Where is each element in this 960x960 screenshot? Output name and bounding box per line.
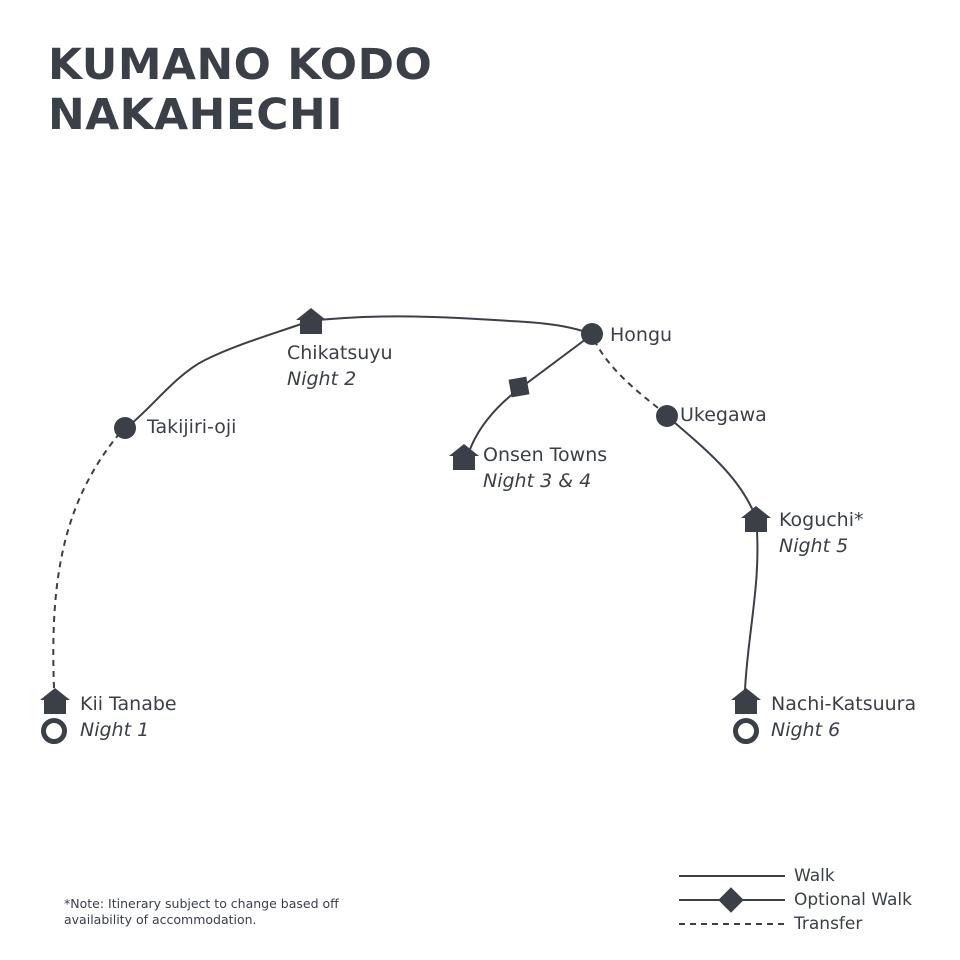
nachi-katsuura-house-icon [731, 688, 761, 714]
legend-optional-walk-diamond-icon [718, 887, 744, 913]
koguchi-house-icon [741, 506, 771, 532]
nachi-katsuura-label: Nachi-Katsuura [771, 693, 917, 715]
route-walk-koguchi-nachi [744, 517, 759, 691]
onsen-towns-house-icon [449, 444, 479, 470]
legend-transfer-label: Transfer [794, 914, 863, 934]
route-transfer-kii-tanabe-takijiri [52, 427, 125, 689]
map-title: KUMANO KODO NAKAHECHI [48, 40, 432, 140]
route-optional-walk-hongu-onsen [467, 335, 591, 456]
kii-tanabe-ring-icon [41, 718, 67, 744]
optional-walk-diamond-icon [508, 376, 530, 398]
route-walk-chikatsuyu-hongu [309, 315, 593, 335]
route-walk-takijiri-chikatsuyu [125, 320, 311, 429]
chikatsuyu-night-label: Night 2 [287, 368, 357, 390]
map-title-line-1: KUMANO KODO [48, 40, 433, 90]
kii-tanabe-house-icon [40, 688, 70, 714]
legend-walk-label: Walk [794, 866, 835, 886]
itinerary-note: *Note: Itinerary subject to change based… [64, 896, 339, 927]
chikatsuyu-label: Chikatsuyu [287, 342, 393, 364]
route-walk-ukegawa-koguchi [666, 415, 757, 519]
kii-tanabe-label: Kii Tanabe [80, 693, 177, 715]
hongu-label: Hongu [610, 324, 673, 346]
ukegawa-dot-icon [656, 405, 678, 427]
takijiri-oji-label: Takijiri-oji [147, 416, 237, 438]
koguchi-label: Koguchi* [779, 509, 864, 531]
nachi-katsuura-night-label: Night 6 [771, 719, 841, 741]
hongu-dot-icon [581, 323, 603, 345]
ukegawa-label: Ukegawa [680, 404, 767, 426]
map-title-line-2: NAKAHECHI [48, 90, 344, 140]
onsen-towns-label: Onsen Towns [483, 444, 608, 466]
takijiri-oji-dot-icon [114, 417, 136, 439]
koguchi-night-label: Night 5 [779, 535, 849, 557]
chikatsuyu-house-icon [296, 308, 326, 334]
route-transfer-hongu-ukegawa [593, 339, 668, 416]
nachi-katsuura-ring-icon [733, 718, 759, 744]
kii-tanabe-night-label: Night 1 [80, 719, 150, 741]
onsen-towns-night-label: Night 3 & 4 [483, 470, 592, 492]
legend-optional-walk-label: Optional Walk [794, 890, 912, 910]
